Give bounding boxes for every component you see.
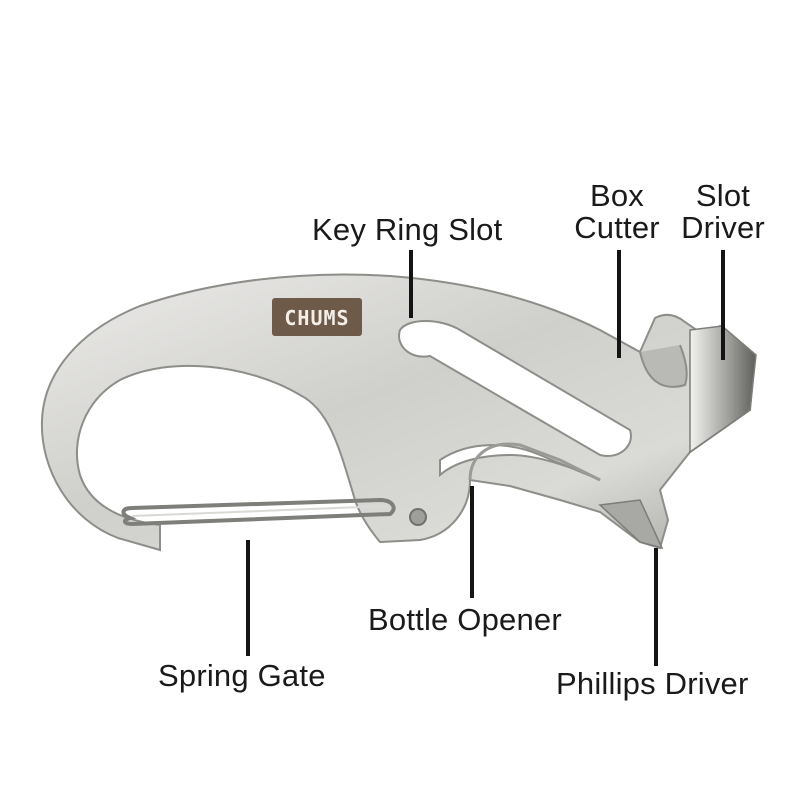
phillips-driver-leader <box>654 548 658 666</box>
spring-gate-leader <box>246 540 250 656</box>
spring-gate-wire <box>121 497 396 527</box>
box-cutter-hook <box>639 344 688 388</box>
brand-logo: CHUMS <box>272 298 362 336</box>
label-spring-gate: Spring Gate <box>158 658 326 693</box>
label-box-cutter: Box Cutter <box>565 180 669 244</box>
phillips-driver-tip <box>598 499 664 550</box>
tool-outline <box>40 273 757 552</box>
slot-driver-leader <box>721 250 725 360</box>
label-phillips-driver: Phillips Driver <box>556 666 749 701</box>
label-bottle-opener: Bottle Opener <box>368 602 562 637</box>
box-cutter-leader <box>617 250 621 358</box>
label-slot-driver: Slot Driver <box>677 180 769 244</box>
gate-rivet <box>409 508 427 526</box>
bottle-opener-notch <box>468 442 601 482</box>
brand-logo-text: CHUMS <box>284 306 349 330</box>
label-slot-driver-line1: Slot <box>695 178 751 213</box>
tool-body <box>40 273 757 552</box>
bottle-opener-leader <box>470 486 474 598</box>
label-key-ring-slot: Key Ring Slot <box>312 212 503 247</box>
label-box-cutter-line2: Cutter <box>574 210 660 245</box>
key-ring-slot-leader <box>409 250 413 318</box>
label-box-cutter-line1: Box <box>589 178 645 213</box>
slot-driver-blade <box>689 325 757 454</box>
label-slot-driver-line2: Driver <box>681 210 765 245</box>
